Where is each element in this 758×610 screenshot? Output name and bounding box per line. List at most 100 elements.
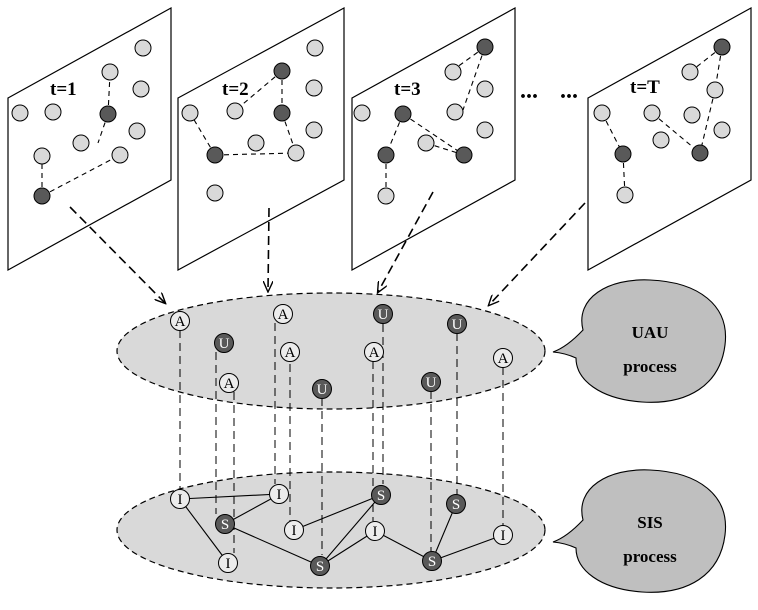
uau-node-label: A <box>285 345 296 361</box>
network-node <box>713 38 731 56</box>
sis-node-label: S <box>452 497 460 513</box>
network-node <box>444 63 462 81</box>
panel-label: t=2 <box>222 79 249 100</box>
sis-node-circle <box>284 520 304 540</box>
uau-node: U <box>312 379 332 399</box>
sis-node-circle <box>493 525 513 545</box>
sis-node-label: S <box>377 488 385 504</box>
network-node <box>455 146 473 164</box>
uau-node-label: A <box>369 345 380 361</box>
network-node <box>111 146 129 164</box>
ellipsis: ... <box>520 78 538 104</box>
network-node <box>713 121 731 139</box>
interlayer-links <box>179 323 504 555</box>
uau-node-label: A <box>278 307 289 323</box>
uau-node-label: A <box>498 351 509 367</box>
sis-node-circle <box>446 494 466 514</box>
network-node <box>33 147 51 165</box>
network-node <box>305 79 323 97</box>
sis-node-label: I <box>373 524 378 540</box>
uau-node-circle <box>280 342 300 362</box>
uau-node-circle <box>364 342 384 362</box>
network-node <box>706 81 724 99</box>
uau-node-label: U <box>317 382 328 398</box>
network-node <box>616 186 634 204</box>
sis-node-circle <box>215 514 235 534</box>
sis-node: I <box>493 525 513 545</box>
sis-node-circle <box>371 485 391 505</box>
uau-node-circle <box>214 333 234 353</box>
uau-node-circle <box>219 373 239 393</box>
arrow-t1 <box>69 206 165 303</box>
network-node <box>11 104 29 122</box>
uau-node: U <box>214 333 234 353</box>
network-node <box>226 102 244 120</box>
network-node <box>273 62 291 80</box>
sis-node-label: S <box>221 517 229 533</box>
ellipsis: ... <box>560 78 578 104</box>
uau-node: A <box>364 342 384 362</box>
panel-t2: t=2 <box>177 6 345 272</box>
network-node <box>287 144 305 162</box>
network-node <box>417 134 435 152</box>
network-node <box>614 145 632 163</box>
network-node <box>306 39 324 57</box>
panel-plane <box>587 6 752 272</box>
uau-node: U <box>373 304 393 324</box>
sis-node-label: I <box>277 487 282 503</box>
uau-node-circle <box>373 304 393 324</box>
sis-node-circle <box>170 489 190 509</box>
network-node <box>377 187 395 205</box>
bubble-label-line2: process <box>623 357 677 376</box>
sis-node-label: I <box>292 523 297 539</box>
network-node <box>476 38 494 56</box>
bubble-label-line2: process <box>623 547 677 566</box>
network-node <box>181 104 199 122</box>
network-node <box>101 63 119 81</box>
sis-node: I <box>170 489 190 509</box>
sis-node: I <box>269 484 289 504</box>
network-node <box>273 104 291 122</box>
sis-node: S <box>446 494 466 514</box>
sis-node: I <box>365 521 385 541</box>
network-node <box>446 103 464 121</box>
uau-node: A <box>493 348 513 368</box>
sis-node: S <box>310 556 330 576</box>
network-node <box>683 106 701 124</box>
arrow-tT <box>489 202 586 305</box>
uau-node-label: A <box>175 314 186 330</box>
network-node <box>206 146 224 164</box>
panel-tT: t=T <box>587 6 752 272</box>
bubble-label-line1: UAU <box>632 323 669 342</box>
network-node <box>476 80 494 98</box>
network-node <box>643 104 661 122</box>
network-node <box>681 63 699 81</box>
sis-node-label: I <box>501 528 506 544</box>
sis-node-label: I <box>226 556 231 572</box>
sis-node: S <box>371 485 391 505</box>
panel-plane <box>7 6 172 272</box>
arrow-t3 <box>378 191 434 292</box>
sis-nodes: I S I I I S S I S S I <box>170 484 513 576</box>
sis-node: S <box>215 514 235 534</box>
sis-node: S <box>422 551 442 571</box>
uau-node: A <box>219 373 239 393</box>
bubble-shape <box>552 469 727 593</box>
sis-node-label: I <box>178 492 183 508</box>
network-node <box>44 103 62 121</box>
network-node <box>128 122 146 140</box>
panel-t1: t=1 <box>7 6 172 272</box>
network-node <box>132 80 150 98</box>
network-node <box>377 146 395 164</box>
network-node <box>353 104 371 122</box>
network-node <box>305 121 323 139</box>
sis-process-bubble: SIS process <box>552 469 727 593</box>
sis-node-label: S <box>428 554 436 570</box>
network-node <box>33 187 51 205</box>
uau-node-circle <box>447 314 467 334</box>
sis-node-circle <box>365 521 385 541</box>
sis-node-circle <box>310 556 330 576</box>
network-node <box>394 105 412 123</box>
